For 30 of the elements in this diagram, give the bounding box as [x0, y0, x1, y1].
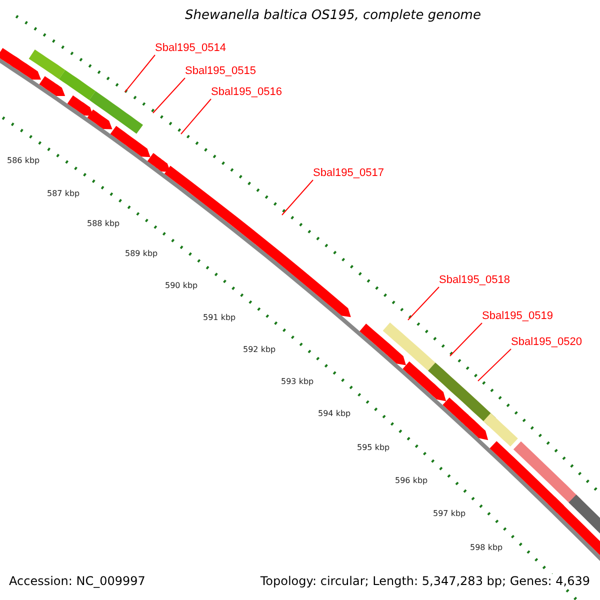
- topology-text: Topology: circular; Length: 5,347,283 bp; Genes: 4,639: [260, 574, 590, 588]
- scale-label: 596 kbp: [395, 476, 428, 485]
- gene-label: Sbal195_0519: [482, 310, 553, 323]
- title: Shewanella baltica OS195, complete genome: [184, 8, 481, 23]
- scale-label: 589 kbp: [125, 249, 158, 258]
- leader-line: [408, 286, 440, 320]
- scale-label: 595 kbp: [357, 443, 390, 452]
- scale-label: 598 kbp: [470, 543, 503, 552]
- scale-label: 597 kbp: [433, 509, 466, 518]
- leader-line: [152, 78, 186, 114]
- gene-label: Sbal195_0518: [439, 274, 510, 287]
- scale-label: 593 kbp: [281, 377, 314, 386]
- scale-label: 588 kbp: [87, 219, 120, 228]
- scale-label: 587 kbp: [47, 189, 80, 198]
- scale-label: 591 kbp: [203, 313, 236, 322]
- scale-label: 592 kbp: [243, 345, 276, 354]
- leader-line: [450, 322, 482, 356]
- leader-line: [124, 54, 156, 92]
- scale-label: 590 kbp: [165, 281, 198, 290]
- gene-label: Sbal195_0520: [511, 336, 582, 349]
- accession-text: Accession: NC_009997: [9, 574, 146, 588]
- gene-label: Sbal195_0517: [313, 167, 384, 180]
- scale-label: 586 kbp: [7, 156, 40, 165]
- scale-label: 594 kbp: [318, 409, 351, 418]
- leader-line: [478, 348, 512, 382]
- leader-line: [282, 180, 314, 216]
- gene-label: Sbal195_0515: [185, 65, 256, 78]
- leader-line: [180, 98, 212, 134]
- gene-label: Sbal195_0514: [155, 42, 226, 55]
- gene-label: Sbal195_0516: [211, 86, 282, 99]
